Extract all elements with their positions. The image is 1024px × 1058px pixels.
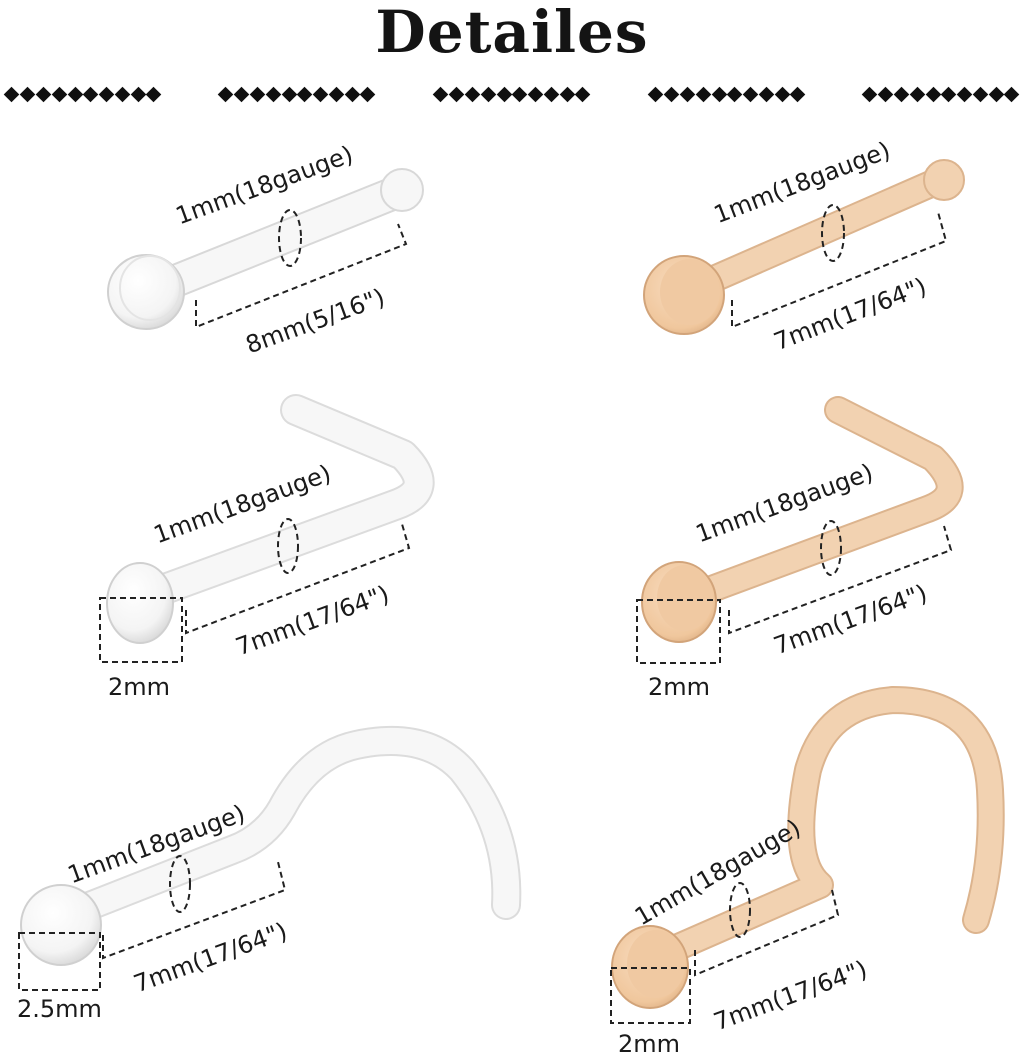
- length-guide: [731, 211, 948, 329]
- nude-screw-stud: [610, 686, 1005, 1024]
- length-guide: [195, 223, 408, 329]
- head-size-guide: [18, 932, 101, 991]
- length-guide: [694, 889, 840, 977]
- stud-ball-end: [923, 159, 965, 201]
- nude-l-shape-stud: [636, 396, 964, 664]
- length-guide: [102, 861, 287, 960]
- head-size-guide: [636, 599, 721, 664]
- nude-straight-stud: [643, 159, 965, 335]
- clear-l-shape-stud: [99, 394, 435, 663]
- gauge-guide: [821, 204, 845, 262]
- head-size-label: 2mm: [108, 673, 171, 701]
- head-size-label: 2mm: [618, 1030, 681, 1058]
- stud-ball-end: [380, 168, 424, 212]
- gauge-guide: [820, 520, 842, 576]
- length-guide: [728, 525, 953, 635]
- gauge-guide: [277, 518, 299, 574]
- gauge-guide: [169, 855, 191, 913]
- page-title: Detailes: [375, 0, 649, 66]
- gauge-guide: [729, 882, 751, 938]
- length-guide: [185, 523, 411, 635]
- head-size-guide: [99, 597, 183, 663]
- stud-head: [106, 562, 174, 644]
- head-size-label: 2mm: [648, 673, 711, 701]
- stud-head: [107, 254, 185, 330]
- head-size-guide: [610, 967, 691, 1024]
- clear-screw-stud: [18, 725, 522, 991]
- head-size-label: 2.5mm: [17, 995, 102, 1023]
- stud-head: [20, 884, 102, 966]
- clear-straight-stud: [107, 168, 424, 330]
- gauge-guide: [278, 209, 302, 267]
